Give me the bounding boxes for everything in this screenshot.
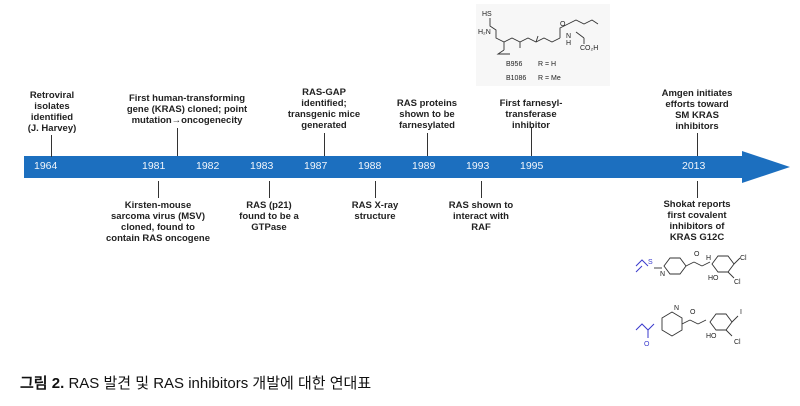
atom-label: I	[740, 309, 742, 316]
atom-label: H₂N	[478, 29, 491, 36]
atom-label: HO	[708, 275, 719, 282]
atom-label: N	[566, 33, 571, 40]
connector-line	[269, 181, 270, 198]
connector-line	[177, 128, 178, 156]
year-label: 1987	[304, 160, 328, 172]
legend-r: R = Me	[538, 75, 561, 82]
atom-label: O	[690, 309, 696, 316]
connector-line	[51, 135, 52, 157]
connector-line	[427, 133, 428, 156]
atom-label: CO₂H	[580, 45, 598, 52]
atom-label: HO	[706, 333, 717, 340]
year-label: 1995	[520, 160, 544, 172]
connector-line	[324, 133, 325, 156]
year-label: 1982	[196, 160, 220, 172]
caption-prefix: 그림 2.	[20, 375, 65, 392]
caption-text: RAS 발견 및 RAS inhibitors 개발에 대한 연대표	[64, 375, 372, 392]
atom-label: HS	[482, 11, 492, 18]
year-label: 2013	[682, 160, 706, 172]
event-1995: First farnesyl-transferase inhibitor	[499, 98, 563, 131]
year-label: 1988	[358, 160, 382, 172]
legend-r: R = H	[538, 61, 556, 68]
timeline-arrow	[24, 151, 790, 183]
chemical-structure-covalent-inhibitors: O S N H Cl HO Cl I O N HO Cl O	[630, 246, 756, 354]
atom-label: O	[694, 251, 700, 258]
atom-label: H	[706, 255, 711, 262]
figure-caption: 그림 2. RAS 발견 및 RAS inhibitors 개발에 대한 연대표	[20, 372, 371, 393]
atom-label: Cl	[734, 279, 741, 286]
atom-label: Cl	[734, 339, 741, 346]
year-label: 1993	[466, 160, 490, 172]
year-label: 1983	[250, 160, 274, 172]
atom-label: O	[560, 21, 566, 28]
atom-label: H	[566, 40, 571, 47]
atom-label: N	[674, 305, 679, 312]
connector-line	[158, 181, 159, 198]
atom-label: S	[648, 259, 653, 266]
year-label: 1989	[412, 160, 436, 172]
legend-code: B956	[506, 61, 522, 68]
connector-line	[375, 181, 376, 198]
atom-label: Cl	[740, 255, 747, 262]
year-label: 1964	[34, 160, 58, 172]
connector-line	[481, 181, 482, 198]
chemical-structure-fti: HS H₂N O N H CO₂H B956 R = H B1086 R = M…	[476, 4, 610, 86]
connector-line	[697, 181, 698, 198]
legend-code: B1086	[506, 75, 526, 82]
event-1983: RAS (p21)found to be a GTPase	[239, 200, 299, 233]
year-label: 1981	[142, 160, 166, 172]
atom-label: O	[644, 341, 650, 348]
connector-line	[531, 127, 532, 156]
connector-line	[697, 133, 698, 156]
atom-label: N	[660, 271, 665, 278]
